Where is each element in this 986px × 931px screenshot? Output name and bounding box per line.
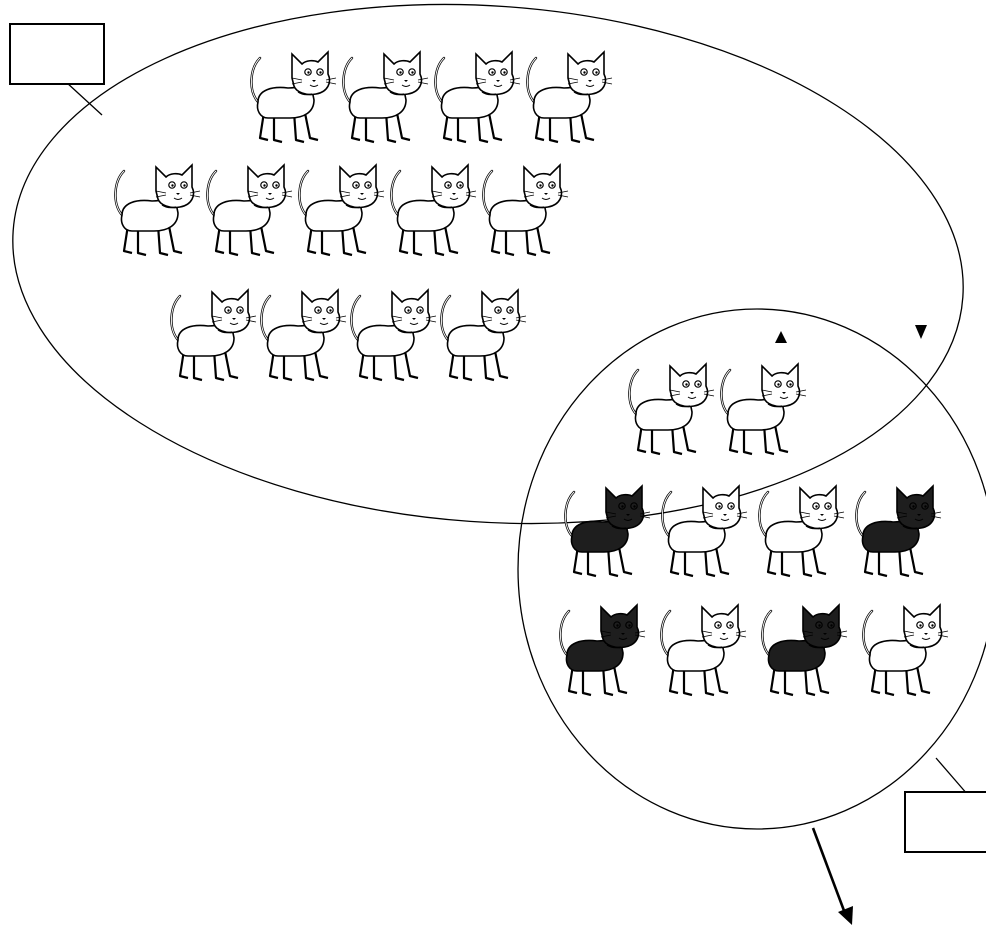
set-b-circle [517,308,986,830]
set-a-cat-figure [170,288,258,382]
set-a-cat-figure [434,50,522,144]
set-b-cat-figure [564,484,652,578]
set-b-cat-figure [855,484,943,578]
set-a-cat-figure [298,163,386,257]
set-b-cat-figure [559,603,647,697]
triangle-up-icon [775,331,787,343]
set-a-cat-figure [342,50,430,144]
triangle-down-icon [915,325,927,339]
arrow-down-icon [838,906,853,925]
set-a-leader-line [65,81,103,116]
set-b-cat-figure [761,603,849,697]
set-b-cat-figure [720,362,808,456]
set-b-leader-line [935,757,969,796]
set-b-label-box[interactable] [904,791,986,853]
set-b-cat-figure [660,603,748,697]
set-b-cat-figure [862,603,950,697]
set-a-label-box[interactable] [9,23,105,85]
set-a-cat-figure [206,163,294,257]
set-a-cat-figure [482,163,570,257]
set-a-ellipse [12,3,964,525]
set-a-cat-figure [260,288,348,382]
set-a-cat-figure [526,50,614,144]
set-a-cat-figure [350,288,438,382]
set-a-cat-figure [440,288,528,382]
set-a-cat-figure [114,163,202,257]
cats-layer [114,50,950,697]
set-b-cat-figure [628,362,716,456]
set-b-cat-figure [758,484,846,578]
set-a-cat-figure [390,163,478,257]
set-b-cat-figure [661,484,749,578]
set-a-cat-figure [250,50,338,144]
output-arrow-shaft [811,827,848,917]
